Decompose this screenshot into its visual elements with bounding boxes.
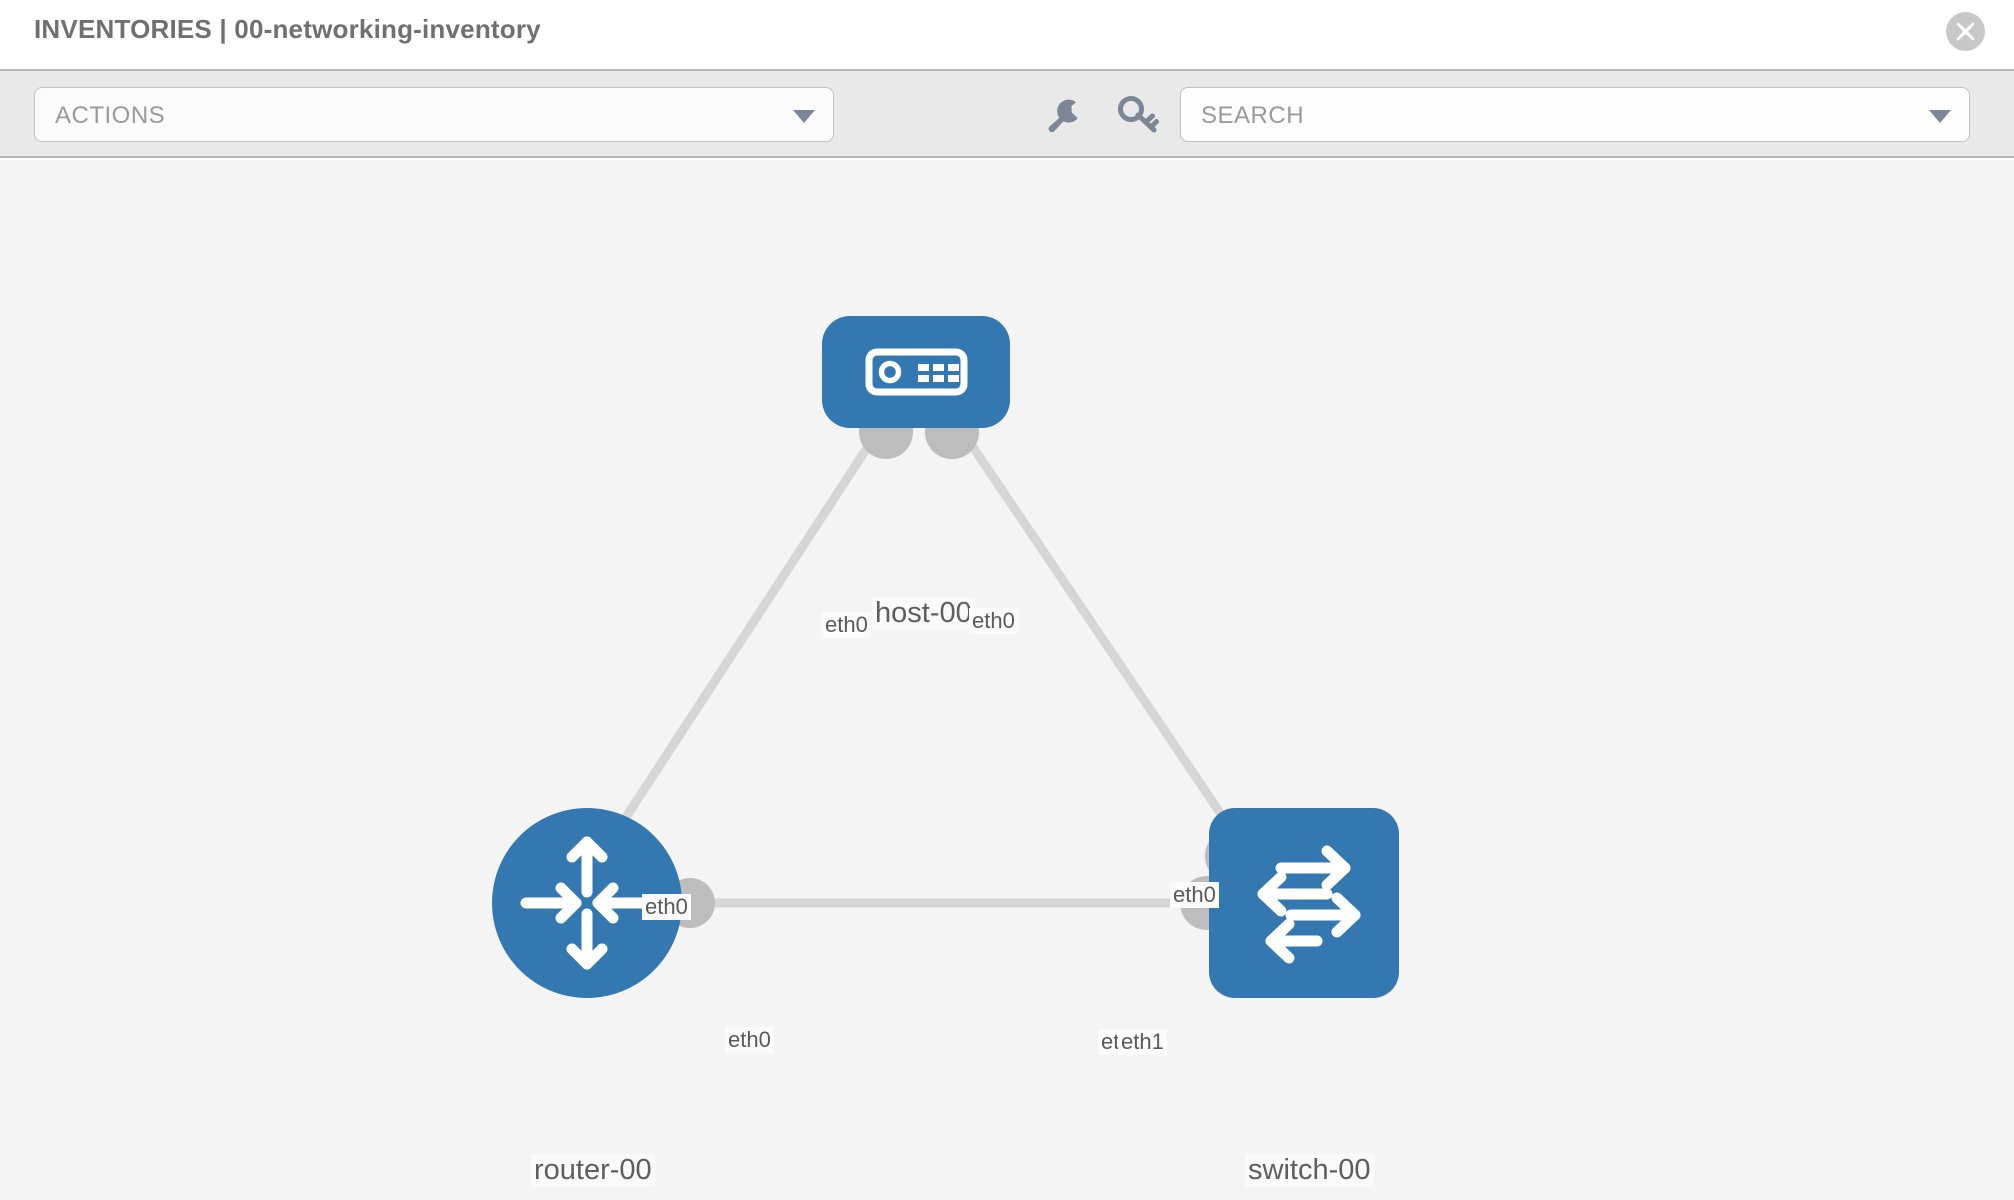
interface-label-switch-up: eth0	[1170, 882, 1219, 908]
topology-canvas[interactable]: host-00 router-00 switch-00 eth0 eth0 et…	[0, 160, 2014, 1200]
key-icon[interactable]	[1117, 95, 1163, 135]
page-title: INVENTORIES | 00-networking-inventory	[34, 14, 541, 44]
node-label-host-00: host-00	[872, 597, 975, 630]
interface-label-host-left: eth0	[822, 612, 871, 638]
edge-host-switch[interactable]	[956, 425, 1256, 863]
node-label-switch-00: switch-00	[1245, 1154, 1374, 1187]
topology-node-host-00[interactable]	[822, 316, 1010, 428]
search-input[interactable]: SEARCH	[1180, 87, 1970, 142]
toolbar: ACTIONS SEARCH	[0, 71, 2014, 158]
edge-host-router[interactable]	[594, 425, 884, 863]
interface-label-switch-left-b: eth1	[1118, 1029, 1167, 1055]
interface-label-router-right: eth0	[725, 1027, 774, 1053]
switch-arrows-icon	[1257, 845, 1361, 964]
node-shape-host	[822, 316, 1010, 428]
topology-edges	[594, 425, 1256, 908]
server-appliance-icon	[865, 348, 968, 396]
interface-label-router-up: eth0	[642, 894, 691, 920]
actions-dropdown-label: ACTIONS	[55, 102, 166, 129]
router-arrows-icon	[520, 836, 654, 970]
wrench-icon[interactable]	[1040, 95, 1086, 135]
chevron-down-icon	[1929, 110, 1951, 123]
search-placeholder-label: SEARCH	[1201, 102, 1305, 129]
node-label-router-00: router-00	[531, 1154, 655, 1187]
topology-node-switch-00[interactable]	[1209, 808, 1399, 998]
chevron-down-icon	[793, 110, 815, 123]
close-icon[interactable]	[1946, 12, 1985, 51]
title-bar: INVENTORIES | 00-networking-inventory	[0, 0, 2014, 71]
topology-connector-nubs	[665, 405, 1259, 930]
node-shape-switch	[1209, 808, 1399, 998]
interface-label-host-right: eth0	[969, 608, 1018, 634]
actions-dropdown[interactable]: ACTIONS	[34, 87, 834, 142]
